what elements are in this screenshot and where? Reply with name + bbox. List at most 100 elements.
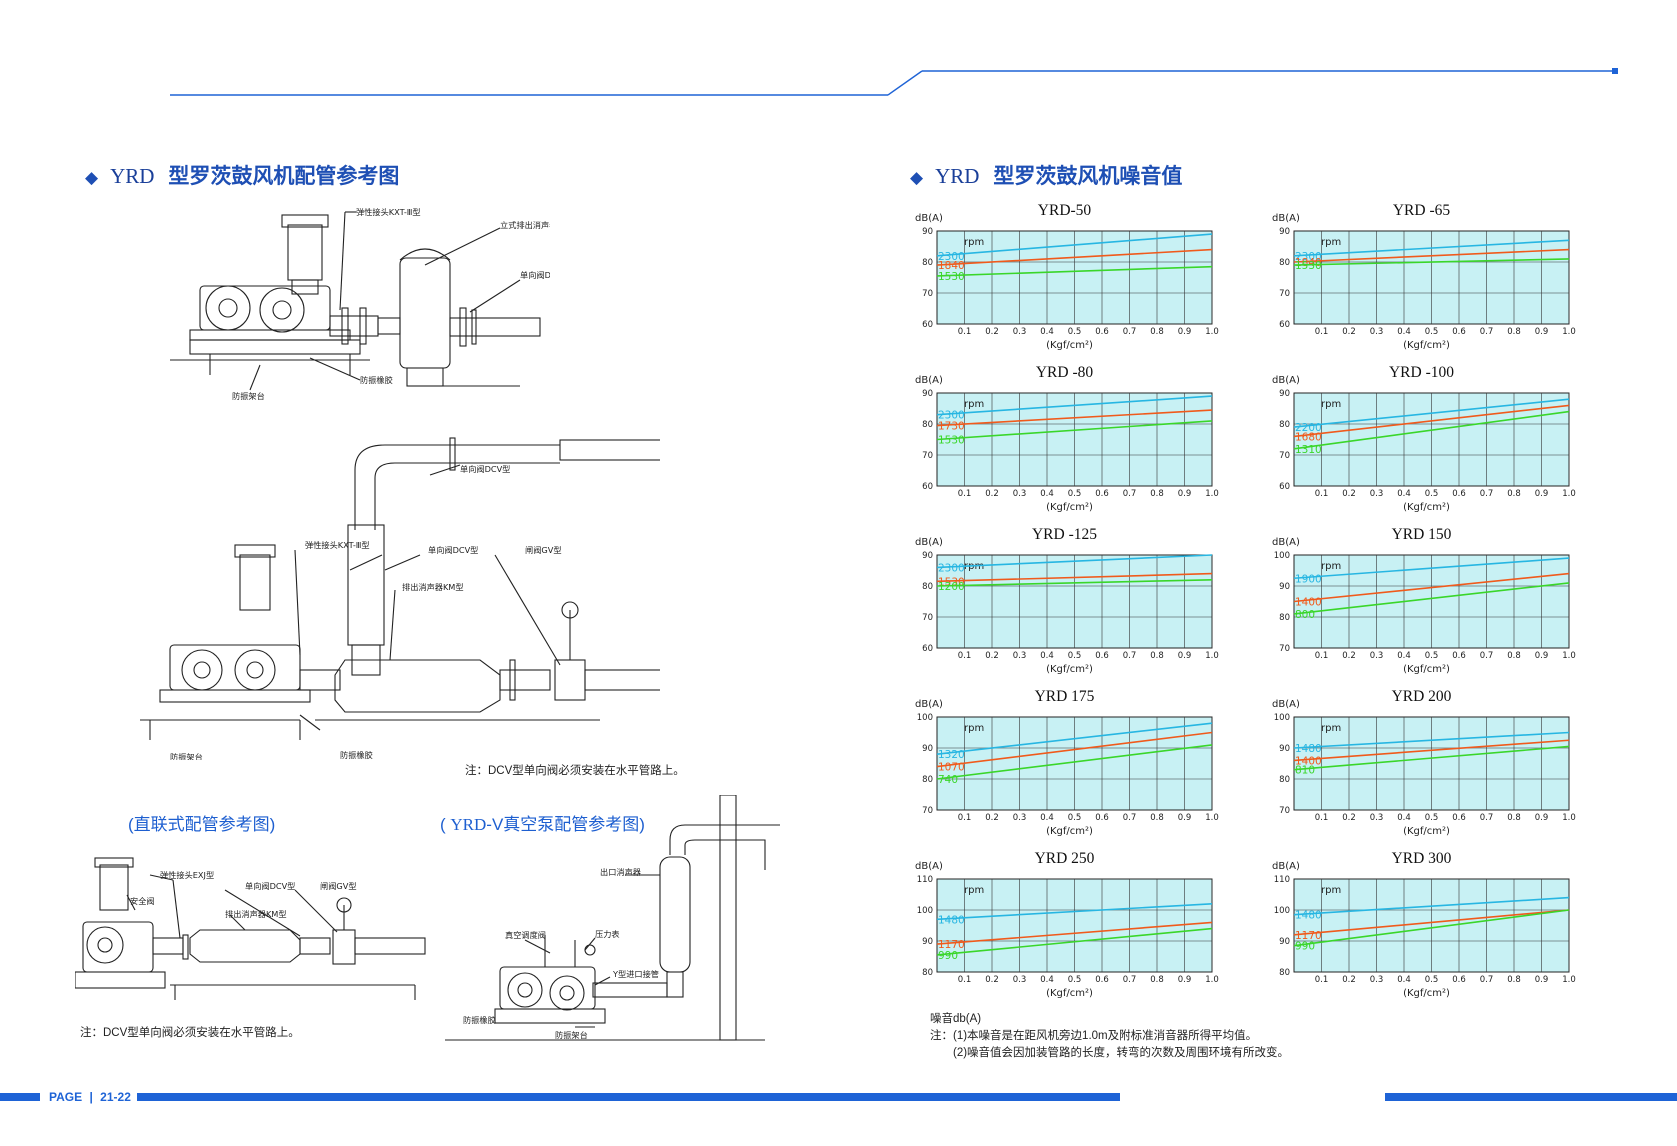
x-unit-label: (Kgf/cm²) <box>1403 340 1450 351</box>
x-tick-label: 0.2 <box>1342 813 1356 823</box>
x-tick-label: 0.5 <box>1425 327 1439 337</box>
piping-diagram-km: 单向阀DCV型 弹性接头KXT-Ⅲ型 单向阀DCV型 闸阀GV型 排出消声器KM… <box>140 437 660 760</box>
y-tick-label: 110 <box>1274 875 1290 885</box>
x-tick-label: 0.2 <box>985 975 999 985</box>
fig1-label-rubber: 防振橡胶 <box>360 375 393 385</box>
x-tick-label: 0.9 <box>1178 813 1192 823</box>
series-label: 1310 <box>1295 444 1322 456</box>
x-tick-label: 0.7 <box>1123 813 1137 823</box>
x-tick-label: 0.4 <box>1397 813 1411 823</box>
x-tick-label: 0.8 <box>1150 489 1164 499</box>
footer-bar-middle <box>137 1093 1120 1101</box>
x-tick-label: 0.6 <box>1452 813 1466 823</box>
y-tick-label: 80 <box>1279 258 1290 268</box>
rpm-label: rpm <box>964 237 984 248</box>
y-tick-label: 90 <box>1279 744 1290 754</box>
x-tick-label: 0.6 <box>1095 975 1109 985</box>
series-label: 1480 <box>1295 910 1322 922</box>
series-line-800 <box>1293 582 1570 615</box>
series-line-1530 <box>936 420 1213 441</box>
y-tick-label: 110 <box>917 875 933 885</box>
x-tick-label: 1.0 <box>1205 489 1219 499</box>
series-label: 2300 <box>938 410 965 422</box>
y-unit-label: dB(A) <box>1272 861 1300 872</box>
y-tick-label: 90 <box>1279 582 1290 592</box>
footer-bar-right <box>1385 1093 1677 1101</box>
series-label: 2300 <box>938 562 965 574</box>
x-tick-label: 0.9 <box>1178 327 1192 337</box>
x-tick-label: 0.2 <box>1342 651 1356 661</box>
y-unit-label: dB(A) <box>1272 375 1300 386</box>
x-tick-label: 0.7 <box>1123 489 1137 499</box>
x-tick-label: 1.0 <box>1205 975 1219 985</box>
series-label: 1680 <box>1295 431 1322 443</box>
series-label: 2300 <box>1295 251 1322 263</box>
x-tick-label: 0.4 <box>1040 327 1054 337</box>
x-tick-label: 0.8 <box>1150 813 1164 823</box>
x-tick-label: 0.7 <box>1480 327 1494 337</box>
x-tick-label: 1.0 <box>1562 975 1576 985</box>
y-tick-label: 70 <box>1279 451 1290 461</box>
series-label: 990 <box>1295 941 1315 953</box>
x-tick-label: 0.4 <box>1397 489 1411 499</box>
series-line-1730 <box>936 409 1213 427</box>
series-line-2300 <box>936 233 1213 257</box>
x-tick-label: 0.6 <box>1095 489 1109 499</box>
x-unit-label: (Kgf/cm²) <box>1403 502 1450 513</box>
y-unit-label: dB(A) <box>1272 699 1300 710</box>
rpm-label: rpm <box>964 885 984 896</box>
x-tick-label: 0.7 <box>1123 327 1137 337</box>
x-tick-label: 0.3 <box>1013 327 1027 337</box>
x-tick-label: 0.4 <box>1397 975 1411 985</box>
rpm-label: rpm <box>1321 399 1341 410</box>
chart-title: YRD 300 <box>1392 850 1452 867</box>
y-unit-label: dB(A) <box>915 213 943 224</box>
piping-diagram-rkm: 弹性接头KXT-Ⅲ型 立式排出消声器(RKM) 单向阀DCV型 防振橡胶 防振架… <box>170 207 550 401</box>
fig2-label-frame: 防振架台 <box>170 752 203 760</box>
y-tick-label: 90 <box>922 937 933 947</box>
x-tick-label: 0.5 <box>1068 651 1082 661</box>
rpm-label: rpm <box>964 723 984 734</box>
x-tick-label: 0.5 <box>1425 975 1439 985</box>
x-tick-label: 0.9 <box>1535 975 1549 985</box>
y-tick-label: 80 <box>922 582 933 592</box>
x-tick-label: 0.9 <box>1535 651 1549 661</box>
series-line-1400 <box>1293 739 1570 762</box>
x-tick-label: 0.8 <box>1507 651 1521 661</box>
y-tick-label: 60 <box>922 482 933 492</box>
series-label: 740 <box>938 774 958 786</box>
fig2-note: 注：DCV型单向阀必须安装在水平管路上。 <box>465 765 685 777</box>
series-label: 810 <box>1295 765 1315 777</box>
x-tick-label: 0.8 <box>1507 489 1521 499</box>
x-tick-label: 0.9 <box>1535 327 1549 337</box>
x-tick-label: 0.7 <box>1480 813 1494 823</box>
x-unit-label: (Kgf/cm²) <box>1046 340 1093 351</box>
title-text: 型罗茨鼓风机配管参考图 <box>168 165 400 188</box>
y-tick-label: 90 <box>1279 937 1290 947</box>
series-label: 1730 <box>938 421 965 433</box>
fig4-label-rubber: 防振橡胶 <box>463 1015 496 1025</box>
series-label: 1070 <box>938 762 965 774</box>
fig4-label-silencer: 出口消声器 <box>600 867 641 877</box>
x-tick-label: 0.1 <box>1315 975 1329 985</box>
x-tick-label: 0.1 <box>1315 327 1329 337</box>
x-unit-label: (Kgf/cm²) <box>1046 664 1093 675</box>
title-model: YRD <box>935 164 980 188</box>
fig4-label-vacuum-valve: 真空调度阀 <box>505 930 546 940</box>
y-tick-label: 100 <box>1274 906 1290 916</box>
series-label: 1840 <box>1295 257 1322 269</box>
rpm-label: rpm <box>1321 885 1341 896</box>
y-unit-label: dB(A) <box>1272 537 1300 548</box>
fig2-label-check-valve-top: 单向阀DCV型 <box>460 464 510 474</box>
y-tick-label: 60 <box>1279 482 1290 492</box>
